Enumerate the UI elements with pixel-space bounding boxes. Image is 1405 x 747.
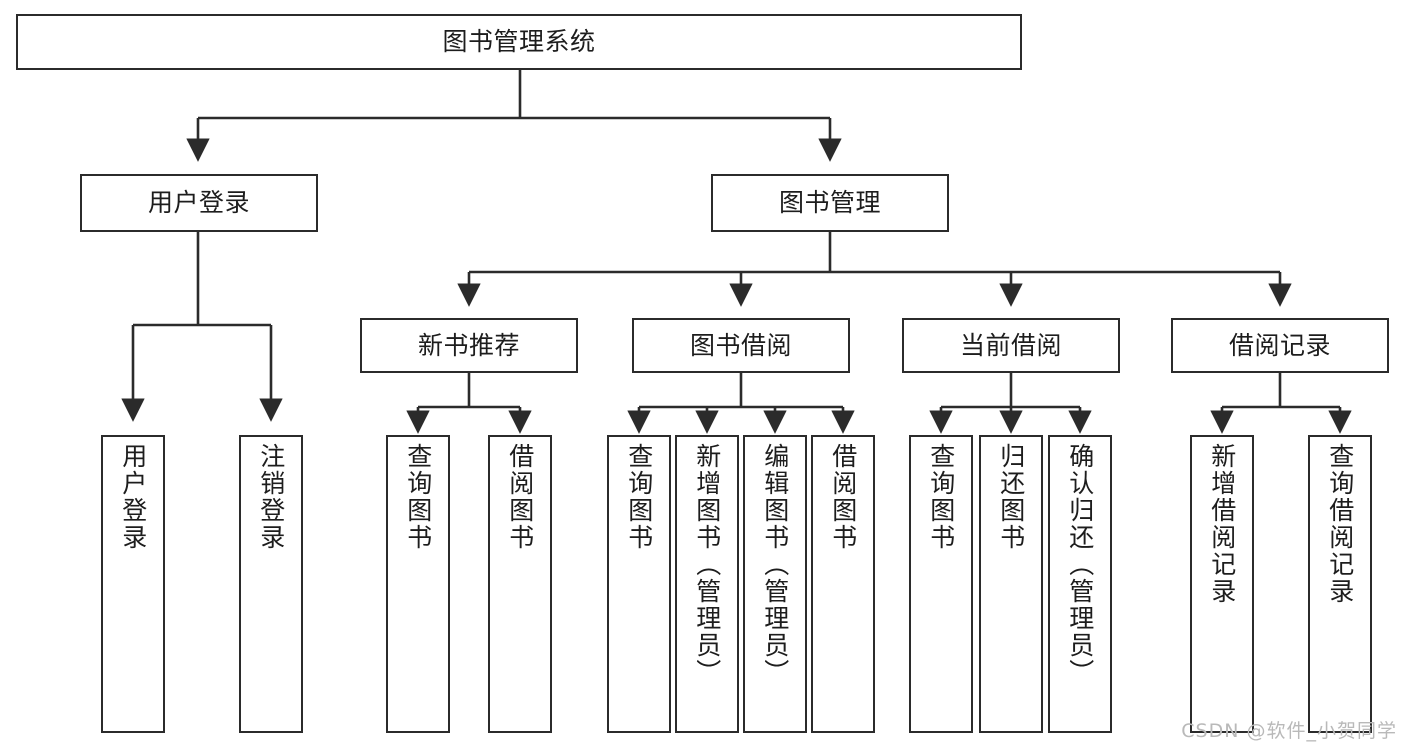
node-current-borrow-label: 当前借阅 xyxy=(959,330,1062,360)
node-root-label: 图书管理系统 xyxy=(442,27,596,57)
node-leaf-return-book-label: 归还图书 xyxy=(996,443,1026,551)
node-leaf-add-record[interactable]: 新增借阅记录 xyxy=(1190,435,1254,733)
node-book-manage-label: 图书管理 xyxy=(778,188,881,218)
node-leaf-borrow-book-1-label: 借阅图书 xyxy=(505,443,535,551)
node-new-book-recommend-label: 新书推荐 xyxy=(417,330,520,360)
node-book-borrow[interactable]: 图书借阅 xyxy=(632,318,850,373)
node-leaf-borrow-book-2-label: 借阅图书 xyxy=(828,443,858,551)
node-leaf-query-book-3-label: 查询图书 xyxy=(926,443,956,551)
node-leaf-query-book-1[interactable]: 查询图书 xyxy=(386,435,450,733)
node-book-manage[interactable]: 图书管理 xyxy=(711,174,949,232)
node-leaf-add-record-label: 新增借阅记录 xyxy=(1207,443,1237,605)
node-leaf-user-login-label: 用户登录 xyxy=(118,443,148,551)
node-leaf-return-book[interactable]: 归还图书 xyxy=(979,435,1043,733)
node-leaf-confirm-return-label: 确认归还（管理员） xyxy=(1065,443,1095,686)
node-root[interactable]: 图书管理系统 xyxy=(16,14,1022,70)
watermark-text: CSDN @软件_小贺同学 xyxy=(1181,720,1397,742)
node-leaf-add-book-label: 新增图书（管理员） xyxy=(692,443,722,686)
node-leaf-query-record[interactable]: 查询借阅记录 xyxy=(1308,435,1372,733)
node-current-borrow[interactable]: 当前借阅 xyxy=(902,318,1120,373)
node-leaf-add-book[interactable]: 新增图书（管理员） xyxy=(675,435,739,733)
node-leaf-query-record-label: 查询借阅记录 xyxy=(1325,443,1355,605)
node-new-book-recommend[interactable]: 新书推荐 xyxy=(360,318,578,373)
node-leaf-borrow-book-2[interactable]: 借阅图书 xyxy=(811,435,875,733)
node-leaf-logout[interactable]: 注销登录 xyxy=(239,435,303,733)
node-leaf-borrow-book-1[interactable]: 借阅图书 xyxy=(488,435,552,733)
node-user-login-label: 用户登录 xyxy=(147,188,250,218)
node-borrow-record[interactable]: 借阅记录 xyxy=(1171,318,1389,373)
node-leaf-query-book-1-label: 查询图书 xyxy=(403,443,433,551)
node-leaf-confirm-return[interactable]: 确认归还（管理员） xyxy=(1048,435,1112,733)
node-leaf-edit-book-label: 编辑图书（管理员） xyxy=(760,443,790,686)
node-leaf-query-book-2-label: 查询图书 xyxy=(624,443,654,551)
node-leaf-logout-label: 注销登录 xyxy=(256,443,286,551)
node-leaf-query-book-3[interactable]: 查询图书 xyxy=(909,435,973,733)
node-user-login[interactable]: 用户登录 xyxy=(80,174,318,232)
node-leaf-edit-book[interactable]: 编辑图书（管理员） xyxy=(743,435,807,733)
node-leaf-query-book-2[interactable]: 查询图书 xyxy=(607,435,671,733)
node-book-borrow-label: 图书借阅 xyxy=(689,330,792,360)
node-leaf-user-login[interactable]: 用户登录 xyxy=(101,435,165,733)
node-borrow-record-label: 借阅记录 xyxy=(1228,330,1331,360)
